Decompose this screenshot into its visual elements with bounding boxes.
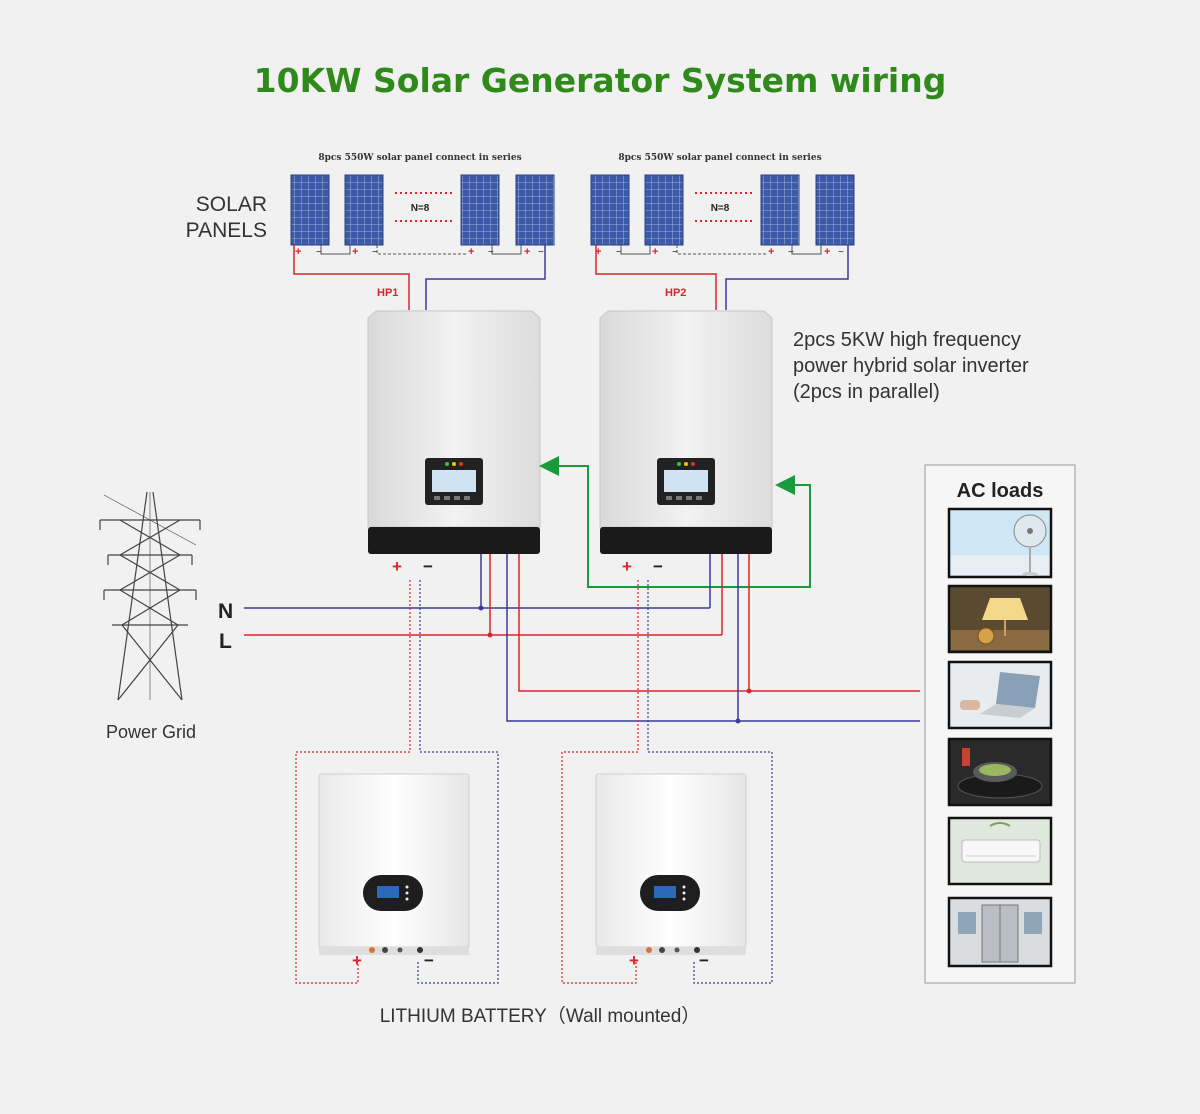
battery-2 [595,773,747,955]
terminal-plus: + [652,246,658,258]
panel-count-label: N=8 [711,203,730,214]
cooktop-icon [947,737,1053,807]
air-conditioner-icon [947,816,1053,886]
panel-count-label: N=8 [411,203,430,214]
solar-string-2: N=8 + − + − + − + − HP2 [590,174,855,310]
pv1-positive-wire [293,245,410,310]
hp1-label: HP1 [377,287,398,299]
solar-panel-icon [760,174,800,246]
inverter1-dc-positive: + [392,557,402,576]
battery1-positive: + [352,951,362,970]
terminal-plus: + [468,246,474,258]
string2-positive-terminal: + [595,246,601,258]
solar-panel-icon [590,174,630,246]
string2-negative-terminal: − [838,247,844,258]
inverter-housing [367,310,541,528]
battery-lcd-screen [654,886,676,898]
refrigerator-icon [947,896,1053,968]
solar-panels-label-line2: PANELS [186,219,267,242]
battery2-negative: − [699,951,709,970]
inverter-housing [599,310,773,528]
series-link [376,245,466,255]
battery2-positive: + [629,951,639,970]
diagram-title: 10KW Solar Generator System wiring [254,61,947,100]
laptop-icon [947,660,1053,730]
string2-caption: 8pcs 550W solar panel connect in series [618,153,821,163]
series-link [320,245,351,255]
battery-label: LITHIUM BATTERY（Wall mounted） [380,1005,701,1027]
output-neutral-line [506,554,920,722]
power-tower-icon [99,491,201,701]
inverter-description-line2: power hybrid solar inverter [793,355,1029,377]
ac-loads-panel: AC loads [924,464,1076,984]
parallel-link [539,456,811,588]
solar-panel-icon [644,174,684,246]
string1-negative-terminal: − [538,247,544,258]
terminal-minus: − [488,247,494,258]
series-link [791,245,822,255]
pv1-negative-wire [425,245,546,310]
inverter-description-line3: (2pcs in parallel) [793,381,940,403]
inverter-base [368,527,540,554]
terminal-minus: − [316,247,322,258]
battery-housing [595,773,747,948]
inverter-base [600,527,772,554]
solar-panel-icon [515,174,555,246]
solar-string-1: N=8 + − + − + − + − HP1 [290,174,555,310]
terminal-minus: − [372,247,378,258]
ac-loads-title: AC loads [957,480,1044,502]
battery-1 [318,773,470,955]
inverter-lcd-screen [664,470,708,492]
fan-icon [947,507,1053,579]
battery-housing [318,773,470,948]
battery1-negative: − [424,951,434,970]
series-link [676,245,766,255]
inverter-lcd-screen [432,470,476,492]
terminal-minus: − [788,247,794,258]
battery1-negative-cable [417,580,499,984]
solar-panels-label-line1: SOLAR [196,193,267,216]
solar-panel-icon [290,174,330,246]
battery-wiring [295,580,773,984]
neutral-label: N [218,600,233,623]
output-live-line [518,554,920,692]
series-link [491,245,522,255]
inverter-description-line1: 2pcs 5KW high frequency [793,329,1021,351]
battery-lcd-screen [377,886,399,898]
inverter-2 [599,310,773,554]
lamp-icon [947,584,1053,654]
terminal-minus: − [672,247,678,258]
ac-output-lines [506,554,920,724]
solar-panel-icon [815,174,855,246]
terminal-minus: − [616,247,622,258]
inverter1-dc-negative: − [423,557,433,576]
battery-terminal-strip [319,947,469,955]
terminal-plus: + [824,246,830,258]
series-link [620,245,651,255]
solar-panel-icon [344,174,384,246]
battery2-negative-cable [647,580,773,984]
battery1-positive-cable [295,580,411,984]
inverter2-dc-positive: + [622,557,632,576]
pv2-negative-wire [725,245,849,310]
parallel-cable-to-inverter2 [587,475,811,588]
pv2-positive-wire [595,245,717,310]
solar-panel-icon [460,174,500,246]
terminal-plus: + [524,246,530,258]
hp2-label: HP2 [665,287,686,299]
power-grid-label: Power Grid [106,722,196,742]
grid-lines [244,554,723,638]
terminal-plus: + [768,246,774,258]
inverter-1 [367,310,541,554]
terminal-plus: + [352,246,358,258]
parallel-cable-to-inverter1 [539,456,589,554]
battery2-positive-cable [561,580,639,984]
live-label: L [219,630,232,653]
string1-positive-terminal: + [295,246,301,258]
string1-caption: 8pcs 550W solar panel connect in series [318,153,521,163]
inverter2-dc-negative: − [653,557,663,576]
battery-terminal-strip [596,947,746,955]
